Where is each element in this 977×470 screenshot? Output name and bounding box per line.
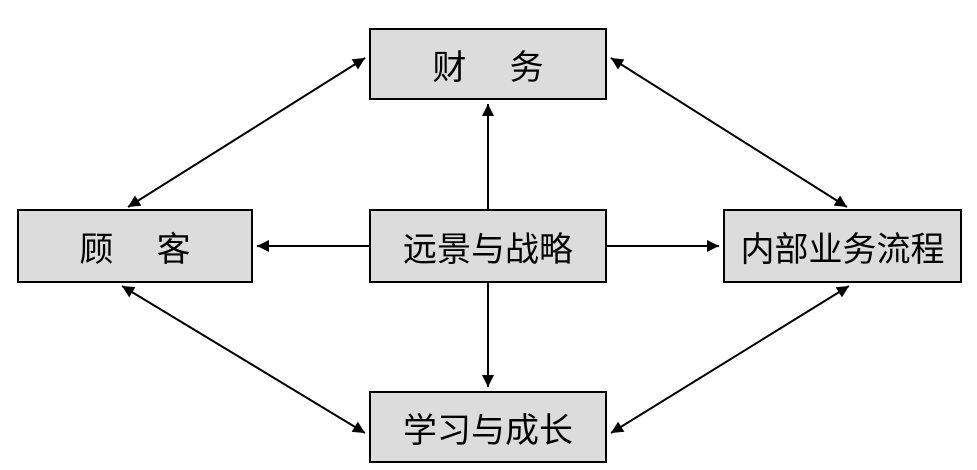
node-finance: 财 务 bbox=[369, 28, 607, 100]
node-vision-strategy: 远景与战略 bbox=[369, 209, 607, 283]
node-learning-growth: 学习与成长 bbox=[369, 391, 607, 463]
node-internal-process: 内部业务流程 bbox=[723, 209, 962, 283]
arrow-process-learning bbox=[610, 285, 850, 434]
node-customer: 顾 客 bbox=[17, 209, 253, 283]
arrow-finance-process bbox=[610, 57, 848, 208]
arrow-customer-learning bbox=[121, 285, 366, 434]
arrow-finance-customer bbox=[127, 57, 366, 208]
